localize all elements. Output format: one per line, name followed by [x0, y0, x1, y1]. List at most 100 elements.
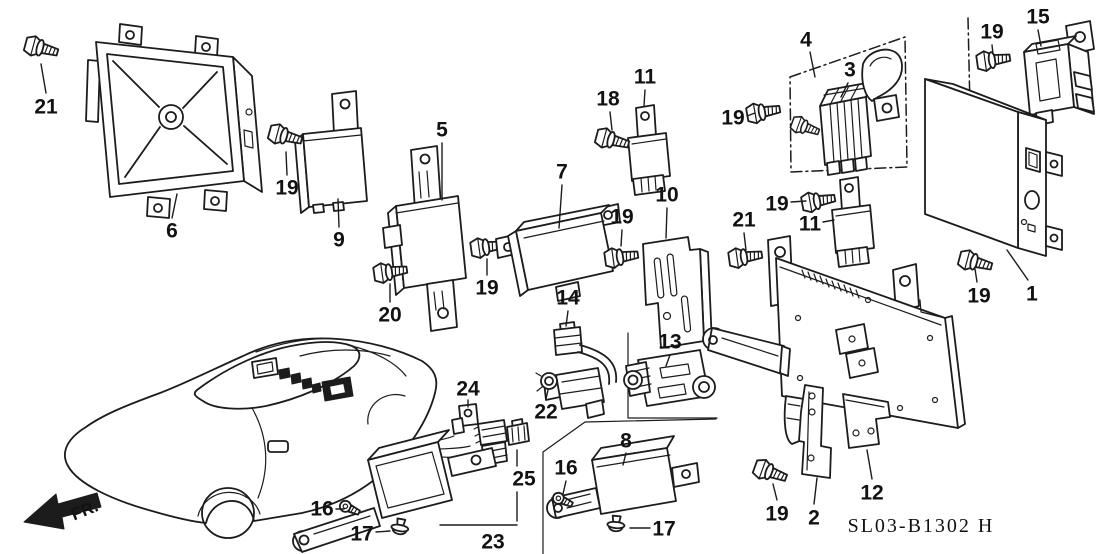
fr-arrow: FR.: [23, 492, 102, 530]
callout-leader-6: [171, 193, 178, 219]
callout-leader-8: [622, 452, 627, 466]
callout-label-21-22: 21: [732, 209, 756, 232]
callout-label-15-18: 15: [1026, 6, 1050, 29]
part-8-boundary-line: [542, 418, 717, 554]
callout-23-25-leader: [439, 449, 518, 526]
callout-label-17-32: 17: [350, 523, 373, 546]
grommet-17-left: [389, 516, 411, 537]
car-outline: [64, 337, 438, 539]
diagram-code: SL03-B1302 H: [848, 515, 995, 537]
callout-leader-13: [665, 354, 671, 367]
callout-label-25-29: 25: [512, 468, 536, 491]
callout-leader-15: [1037, 29, 1042, 47]
part-15-unit: [1023, 20, 1095, 126]
callout-label-8-33: 8: [620, 430, 632, 453]
callout-leader-21: [743, 232, 747, 251]
part-12-bracket: [842, 393, 891, 449]
callout-leader-18: [609, 111, 613, 131]
bolt-group4-inner: [788, 113, 823, 141]
callout-label-19-6: 19: [475, 277, 498, 300]
part-22-grommet: [535, 372, 558, 392]
callout-leader-16: [562, 480, 567, 495]
callout-leader-19: [991, 44, 994, 55]
part-11-relay-right: [831, 176, 875, 268]
callout-label-21-0: 21: [34, 96, 58, 119]
callout-label-11-24: 11: [799, 213, 822, 236]
callout-leader-11: [822, 219, 835, 223]
door-handle: [267, 440, 289, 453]
callout-leader-10: [665, 207, 668, 239]
part-3-unit: [819, 81, 873, 176]
callout-leader-4: [809, 51, 816, 78]
callout-label-19-11: 19: [610, 206, 633, 229]
callout-label-19-27: 19: [765, 503, 788, 526]
connector-25: [506, 418, 530, 446]
part-5-unit: [382, 145, 467, 332]
part-2-bracket: [783, 384, 832, 479]
callout-label-19-2: 19: [275, 177, 298, 200]
part-9-relay: [294, 90, 368, 214]
part-13-boundary-line: [627, 332, 718, 419]
clip-24: [451, 403, 479, 435]
callout-label-19-21: 19: [967, 285, 990, 308]
callout-label-22-13: 22: [534, 401, 557, 424]
callout-layer: 2161995201971811101914221343191519119211…: [34, 6, 1050, 554]
callout-label-14-12: 14: [556, 287, 580, 310]
bolt-21-top-left: [22, 33, 61, 63]
callout-label-1-20: 1: [1026, 283, 1038, 306]
callout-leader-2: [813, 477, 818, 505]
callout-leader-14: [565, 310, 569, 327]
bolt-19-bottom-right: [750, 456, 791, 489]
bolt-19-top-right: [974, 46, 1013, 74]
plate-arm: [702, 327, 791, 377]
callout-leader-3: [840, 82, 849, 98]
callout-leader-19: [974, 268, 978, 283]
callout-leader-19: [285, 151, 288, 176]
callout-label-7-7: 7: [556, 161, 568, 184]
part-23-unit: [292, 419, 508, 553]
callout-label-23-30: 23: [481, 531, 504, 554]
callout-leader-19: [746, 112, 756, 117]
callout-label-2-26: 2: [808, 507, 820, 530]
callout-label-13-14: 13: [658, 331, 681, 354]
callout-leader-11: [643, 89, 646, 107]
callout-label-16-31: 16: [310, 498, 333, 521]
callout-leader-9: [337, 198, 340, 228]
callout-leader-1: [1006, 249, 1029, 281]
callout-leader-12: [866, 449, 873, 480]
callout-label-12-25: 12: [860, 482, 883, 505]
part-1-control-box: [924, 78, 1063, 257]
callout-leader-19: [790, 200, 807, 203]
callout-label-16-34: 16: [554, 457, 577, 480]
callout-label-11-9: 11: [634, 66, 657, 89]
callout-label-4-15: 4: [800, 29, 812, 52]
callout-label-17-35: 17: [652, 518, 675, 541]
callout-leader-19: [772, 483, 778, 501]
part-11-relay-center: [627, 104, 671, 196]
hook-bracket: [861, 48, 903, 122]
part-13-sensor: [623, 349, 716, 407]
callout-label-19-19: 19: [980, 21, 1003, 44]
callout-label-19-17: 19: [721, 107, 744, 130]
callout-leader-22: [545, 389, 549, 400]
callout-label-3-16: 3: [844, 59, 856, 82]
callout-label-5-4: 5: [436, 119, 448, 142]
part-14-sensor-harness: [543, 321, 617, 419]
callout-label-20-5: 20: [378, 304, 401, 327]
callout-label-19-23: 19: [765, 193, 788, 216]
callout-label-9-3: 9: [333, 229, 345, 252]
callout-label-10-10: 10: [655, 184, 678, 207]
group-4-boundary: [789, 36, 908, 173]
callout-leader-7: [558, 184, 563, 229]
part-6-ecu: [85, 23, 263, 219]
mounting-plate: [702, 235, 966, 429]
deck-control-units: [251, 357, 354, 402]
grommet-17-right: [606, 514, 627, 533]
part-7-unit: [495, 203, 621, 302]
bolt-19-group4: [744, 98, 783, 126]
callout-leader-21: [40, 63, 47, 94]
callout-leader-19: [620, 229, 623, 247]
callout-label-24-28: 24: [456, 378, 480, 401]
callout-leader-17: [375, 530, 391, 533]
